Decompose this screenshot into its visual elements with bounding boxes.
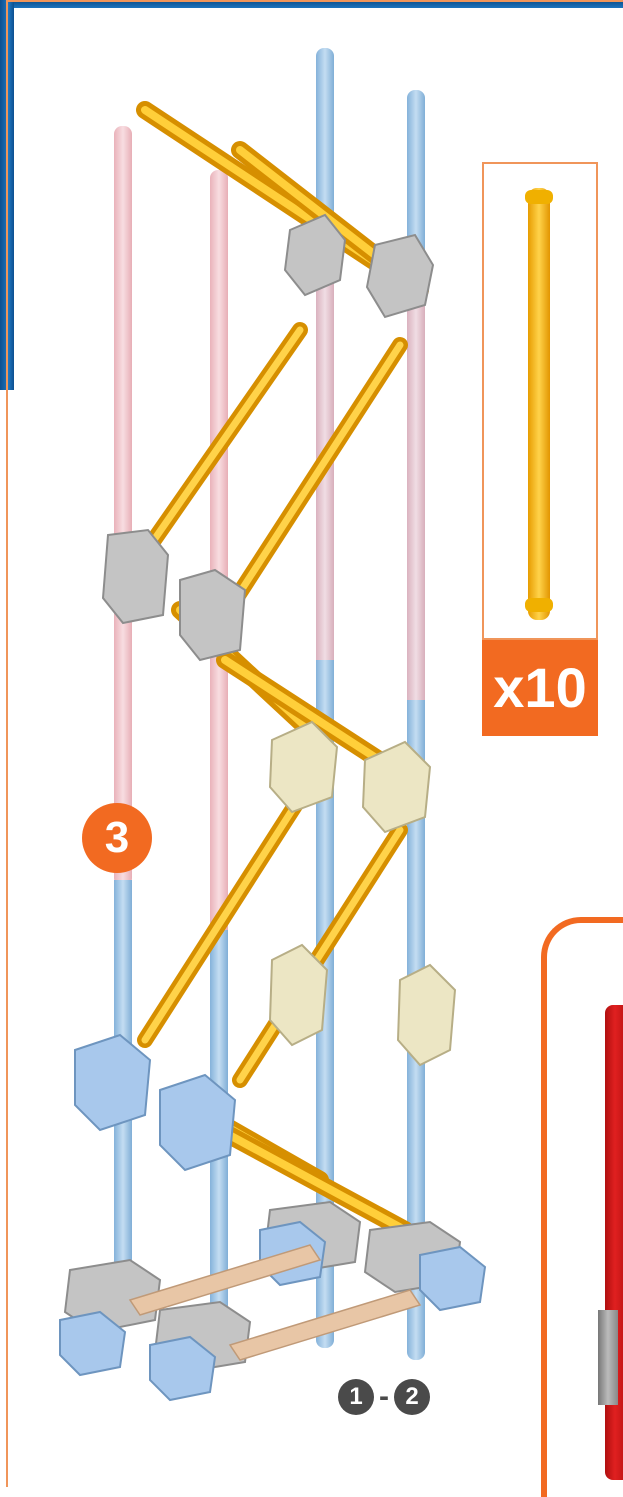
step-number-badge: 3 xyxy=(82,803,152,873)
connector-detail xyxy=(598,1310,618,1405)
reference-step-separator: - xyxy=(379,1379,389,1415)
parts-box xyxy=(482,162,598,640)
rod-front-left-pink xyxy=(114,126,132,886)
reference-steps: 1 - 2 xyxy=(338,1377,430,1417)
rod-front-right-pink xyxy=(210,170,228,940)
red-rod-detail xyxy=(605,1005,623,1480)
reference-step-to: 2 xyxy=(394,1379,430,1415)
rod-back-right-pink xyxy=(407,280,425,700)
reference-step-from: 1 xyxy=(338,1379,374,1415)
part-quantity-badge: x10 xyxy=(482,640,598,736)
